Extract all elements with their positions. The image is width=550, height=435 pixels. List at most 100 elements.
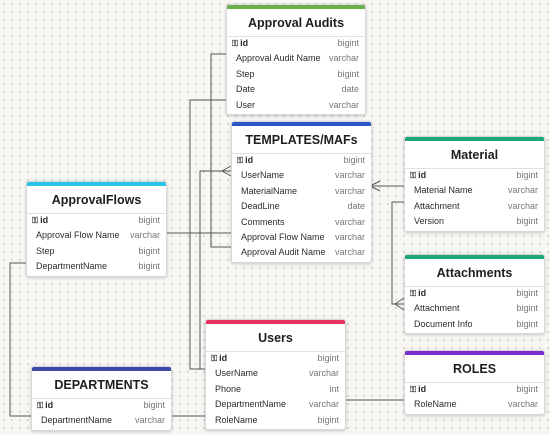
field-name: ⚿id bbox=[232, 38, 248, 49]
key-icon: ⚿ bbox=[232, 39, 239, 48]
field-type: bigint bbox=[317, 414, 339, 425]
field-name-text: id bbox=[418, 384, 427, 394]
field-name: Step bbox=[236, 69, 255, 79]
field-name-text: Phone bbox=[215, 383, 242, 394]
field-name-text: DeadLine bbox=[241, 201, 280, 212]
field-name-text: id bbox=[45, 400, 54, 410]
field-type: bigint bbox=[138, 245, 160, 256]
field-type: bigint bbox=[516, 216, 538, 227]
field-name: ⚿id bbox=[410, 288, 426, 299]
key-icon: ⚿ bbox=[37, 401, 44, 410]
field-name: ⚿id bbox=[32, 215, 48, 226]
field-name: Approval Audit Name bbox=[236, 53, 321, 63]
field-name-text: id bbox=[240, 38, 249, 48]
field-type: bigint bbox=[138, 215, 160, 225]
table-title: ApprovalFlows bbox=[27, 182, 166, 214]
field-name-text: Version bbox=[414, 216, 445, 227]
table-title: Approval Audits bbox=[227, 5, 365, 37]
field-name-text: Comments bbox=[241, 216, 285, 227]
primary-key-row[interactable]: ⚿id bigint bbox=[27, 214, 166, 229]
field-type: bigint bbox=[337, 38, 359, 48]
field-type: date bbox=[341, 84, 359, 95]
field-name: Approval Audit Name bbox=[241, 247, 326, 257]
field-row[interactable]: Phone int bbox=[206, 383, 345, 398]
field-name: Date bbox=[236, 84, 255, 94]
field-type: varchar bbox=[334, 216, 365, 227]
table-title: Material bbox=[405, 137, 544, 169]
field-type: bigint bbox=[337, 68, 359, 79]
primary-key-row[interactable]: ⚿id bigint bbox=[227, 37, 365, 52]
field-name: ⚿id bbox=[37, 400, 53, 411]
field-type: varchar bbox=[334, 185, 365, 196]
field-row[interactable]: Step bigint bbox=[27, 245, 166, 260]
field-name-text: Approval Audit Name bbox=[236, 53, 321, 64]
field-row[interactable]: Comments varchar bbox=[232, 216, 371, 231]
field-type: varchar bbox=[334, 170, 365, 181]
table-title: ROLES bbox=[405, 351, 544, 383]
link-template-user-to-users bbox=[199, 170, 231, 370]
field-row[interactable]: RoleName bigint bbox=[206, 414, 345, 429]
field-type: int bbox=[329, 383, 339, 394]
field-type: bigint bbox=[516, 170, 538, 180]
field-name: Comments bbox=[241, 217, 285, 227]
field-name-text: id bbox=[40, 215, 49, 225]
key-icon: ⚿ bbox=[211, 354, 218, 363]
field-name-text: DepartmentName bbox=[215, 399, 287, 410]
field-name: Step bbox=[36, 246, 55, 256]
field-name-text: Document Info bbox=[414, 318, 473, 329]
field-name: RoleName bbox=[414, 399, 457, 409]
field-name: Document Info bbox=[414, 319, 473, 329]
field-row[interactable]: Approval Flow Name varchar bbox=[27, 229, 166, 244]
link-dept-flow bbox=[9, 262, 31, 417]
field-row[interactable]: Step bigint bbox=[227, 68, 365, 83]
field-name: Material Name bbox=[414, 185, 473, 195]
field-row[interactable]: Date date bbox=[227, 83, 365, 98]
primary-key-row[interactable]: ⚿id bigint bbox=[405, 287, 544, 302]
field-type: bigint bbox=[516, 288, 538, 298]
field-name-text: Approval Flow Name bbox=[36, 230, 120, 241]
field-name: RoleName bbox=[215, 415, 258, 425]
table-title: Users bbox=[206, 320, 345, 352]
field-row[interactable]: Version bigint bbox=[405, 215, 544, 230]
field-name-text: id bbox=[245, 155, 254, 165]
field-type: varchar bbox=[308, 368, 339, 379]
field-name: Attachment bbox=[414, 303, 460, 313]
key-icon: ⚿ bbox=[410, 385, 417, 394]
field-type: varchar bbox=[129, 230, 160, 241]
field-name-text: Attachment bbox=[414, 200, 460, 211]
field-row[interactable]: Material Name varchar bbox=[405, 184, 544, 199]
field-name: Attachment bbox=[414, 201, 460, 211]
field-name-text: Attachment bbox=[414, 303, 460, 314]
field-name-text: Step bbox=[236, 68, 255, 79]
field-type: varchar bbox=[507, 185, 538, 196]
field-name-text: Date bbox=[236, 84, 256, 95]
